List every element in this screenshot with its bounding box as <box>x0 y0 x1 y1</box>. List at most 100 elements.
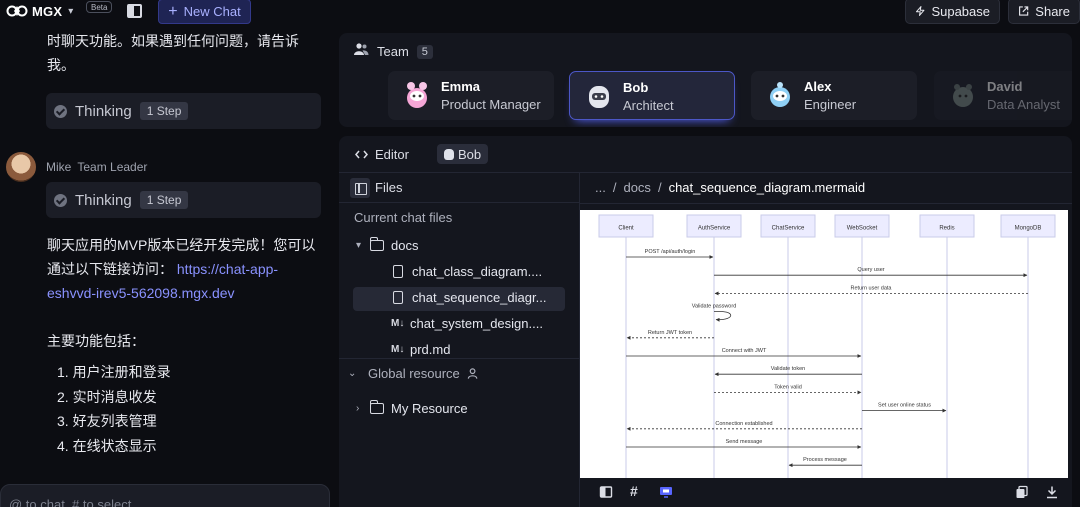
file-label: chat_class_diagram.... <box>412 264 543 279</box>
feature-list: 1. 用户注册和登录 2. 实时消息收发 3. 好友列表管理 4. 在线状态显示 <box>57 360 171 458</box>
new-chat-label: New Chat <box>183 4 241 19</box>
team-panel: Team 5 Emma Product Manager Bob Architec… <box>339 33 1072 127</box>
bob-mini-icon <box>444 148 454 160</box>
message-label: Send message <box>726 439 763 445</box>
check-circle-icon <box>54 193 67 207</box>
agent-chip: Bob <box>437 144 489 164</box>
app-link[interactable]: eshvvd-irev5-562098.mgx.dev <box>47 285 235 301</box>
participant-box <box>834 214 890 238</box>
sidebar-toggle-icon[interactable] <box>127 4 142 18</box>
supabase-icon <box>916 6 925 16</box>
thinking-block[interactable]: Thinking 1 Step <box>46 182 321 218</box>
files-label: Files <box>375 180 403 195</box>
features-title: 主要功能包括： <box>47 333 145 349</box>
divider <box>339 358 579 359</box>
chat-input-placeholder: @ to chat, # to select <box>9 497 132 507</box>
chevron-down-icon: ⌄ <box>348 368 357 379</box>
current-chat-files-label: Current chat files <box>354 210 453 225</box>
message-label: Validate token <box>771 366 805 372</box>
brand-name: MGX <box>32 3 63 19</box>
folder-icon <box>369 400 384 414</box>
hash-icon[interactable]: # <box>630 483 638 499</box>
file-icon <box>393 291 403 304</box>
message-text: 聊天应用的MVP版本已经开发完成！您可以 通过以下链接访问： https://c… <box>47 233 315 305</box>
file-icon <box>393 265 403 278</box>
brand-menu[interactable]: MGX ▾ <box>6 2 73 20</box>
list-item: 2. 实时消息收发 <box>57 388 157 405</box>
markdown-icon: M↓ <box>391 344 405 355</box>
team-member-emma[interactable]: Emma Product Manager <box>388 71 554 120</box>
breadcrumb-file: chat_sequence_diagram.mermaid <box>668 180 866 195</box>
copy-icon[interactable] <box>1015 485 1029 499</box>
team-count-badge: 5 <box>416 44 433 59</box>
supabase-button[interactable]: Supabase <box>905 0 1000 24</box>
self-message-arrow <box>713 311 732 322</box>
participant-label: AuthService <box>698 226 731 232</box>
selected-highlight <box>353 287 565 311</box>
mgx-logo-icon <box>6 5 28 17</box>
breadcrumb: .../docs/chat_sequence_diagram.mermaid <box>595 180 866 195</box>
thinking-label: Thinking <box>75 191 132 209</box>
download-icon[interactable] <box>1045 485 1059 499</box>
new-chat-button[interactable]: + New Chat <box>158 0 251 24</box>
team-member-alex[interactable]: Alex Engineer <box>751 71 917 120</box>
share-button[interactable]: Share <box>1008 0 1080 24</box>
team-icon <box>353 42 369 61</box>
team-member-david[interactable]: David Data Analyst <box>934 71 1072 120</box>
message-line: 通过以下链接访问： https://chat-app- <box>47 257 315 281</box>
user-settings-icon[interactable] <box>467 367 480 380</box>
editor-bottom-toolbar: # <box>580 478 1072 507</box>
plus-icon: + <box>168 2 178 20</box>
message-label: Validate password <box>692 304 737 310</box>
files-panel-toggle-icon[interactable] <box>350 178 370 198</box>
editor-panel: Editor Bob Files Current chat files ▾ do… <box>339 136 1072 507</box>
folder-my-resource[interactable]: › My Resource <box>356 400 468 416</box>
file-item[interactable]: M↓ prd.md <box>391 342 450 357</box>
file-item[interactable]: chat_sequence_diagr... <box>393 290 546 305</box>
message-label: Connection established <box>715 421 772 427</box>
participant-box <box>919 214 975 238</box>
file-item[interactable]: chat_class_diagram.... <box>393 264 542 279</box>
team-header: Team 5 <box>353 42 433 61</box>
message-line: 我。 <box>47 57 75 73</box>
tab-editor[interactable]: Editor <box>355 147 409 162</box>
participant-label: WebSocket <box>847 226 878 232</box>
message-line: 时聊天功能。如果遇到任何问题，请告诉 <box>47 33 299 49</box>
team-member-bob[interactable]: Bob Architect <box>569 71 735 120</box>
file-label: chat_sequence_diagr... <box>412 290 547 305</box>
message-label: POST /api/auth/login <box>645 249 696 255</box>
folder-icon <box>369 237 384 251</box>
message-label: Token valid <box>774 384 802 390</box>
message-line: 聊天应用的MVP版本已经开发完成！您可以 <box>47 237 316 253</box>
chat-input[interactable]: @ to chat, # to select <box>0 484 330 507</box>
editor-tabbar: Editor Bob <box>339 136 1072 173</box>
thinking-label: Thinking <box>75 102 132 120</box>
breadcrumb-folder[interactable]: docs <box>623 180 651 195</box>
file-item[interactable]: M↓ chat_system_design.... <box>391 316 543 331</box>
chevron-down-icon: ▾ <box>68 5 74 17</box>
divider <box>579 173 580 507</box>
app-link[interactable]: https://chat-app- <box>176 261 279 277</box>
avatar <box>6 152 36 182</box>
editor-tab-label: Editor <box>375 147 409 162</box>
bob-avatar-icon <box>589 86 609 108</box>
participant-label: ChatService <box>772 226 805 232</box>
participant-box <box>598 214 654 238</box>
step-badge: 1 Step <box>139 102 189 120</box>
author-name: Mike <box>46 160 72 174</box>
participant-label: Redis <box>939 226 954 232</box>
divider <box>580 203 1072 204</box>
file-label: prd.md <box>410 342 451 357</box>
split-view-icon[interactable] <box>599 485 613 499</box>
member-name: Emma <box>441 79 481 94</box>
breadcrumb-ellipsis[interactable]: ... <box>595 180 606 195</box>
member-role: Data Analyst <box>987 97 1060 112</box>
global-resource-section[interactable]: ⌄ Global resource <box>348 366 480 381</box>
thinking-block[interactable]: Thinking 1 Step <box>46 93 321 129</box>
preview-icon[interactable] <box>659 485 673 499</box>
folder-docs[interactable]: ▾ docs <box>356 237 419 253</box>
folder-label: docs <box>391 238 419 253</box>
share-label: Share <box>1035 3 1070 19</box>
chevron-right-icon: › <box>356 403 360 414</box>
